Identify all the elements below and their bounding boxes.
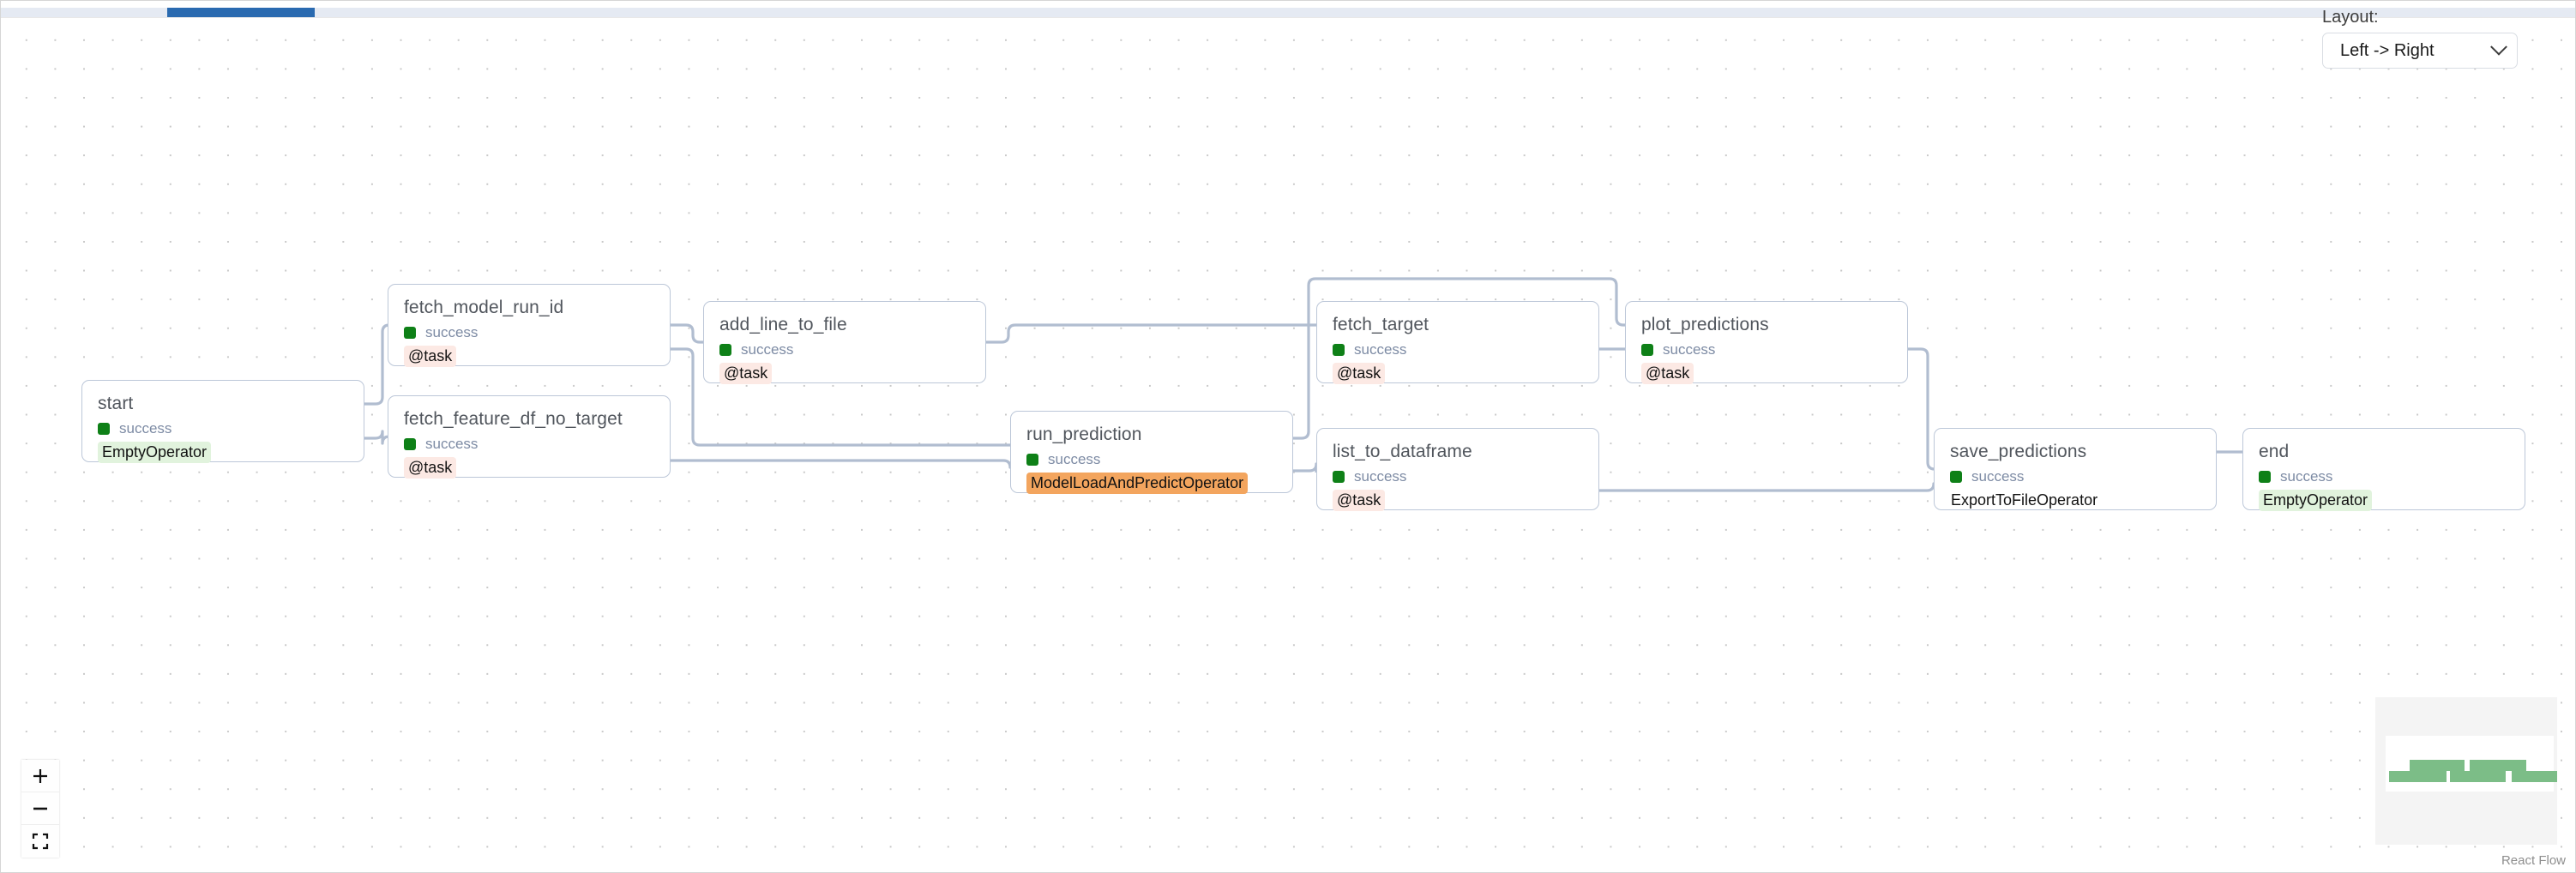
edge-layer	[364, 277, 2242, 492]
node-title: list_to_dataframe	[1333, 442, 1472, 461]
node-title: add_line_to_file	[719, 315, 847, 334]
plus-icon	[33, 768, 47, 783]
node-title: run_prediction	[1026, 424, 1142, 444]
node-status-label: success	[1971, 468, 2025, 485]
status-success-icon	[1026, 453, 1038, 466]
tab-graph-active-indicator[interactable]	[167, 8, 315, 17]
node-status-label: success	[1354, 468, 1407, 485]
node-status: success	[404, 436, 654, 452]
status-success-icon	[1333, 470, 1345, 483]
node-status-label: success	[425, 324, 478, 340]
layout-select[interactable]: Left -> Right	[2322, 33, 2518, 69]
minimap-node	[2430, 760, 2465, 771]
node-status: success	[404, 324, 654, 340]
edge-fmr-run_prediction	[671, 347, 1010, 447]
status-success-icon	[1950, 470, 1962, 483]
node-operator-badge: ModelLoadAndPredictOperator	[1026, 473, 1249, 494]
tab-strip	[0, 8, 2576, 17]
node-operator-badge: @task	[404, 457, 457, 479]
node-status-label: success	[1663, 341, 1716, 358]
edge-plot_predictions-save_predictions	[1908, 347, 1936, 471]
layout-control: Layout: Left -> Right	[2322, 7, 2518, 69]
node-status-label: success	[119, 420, 172, 436]
node-status: success	[1333, 468, 1583, 485]
node-status-label: success	[1354, 341, 1407, 358]
edge-start-fetch_model_run_id	[364, 323, 391, 406]
node-status-label: success	[1048, 451, 1101, 467]
zoom-in-button[interactable]	[21, 760, 59, 792]
status-success-icon	[98, 422, 110, 435]
node-status: success	[1333, 341, 1583, 358]
minimap-node	[2491, 760, 2526, 771]
fit-view-icon	[32, 833, 49, 850]
react-flow-attribution[interactable]: React Flow	[2501, 853, 2566, 868]
layout-label: Layout:	[2322, 8, 2379, 27]
node-title: save_predictions	[1950, 442, 2087, 461]
node-status-label: success	[741, 341, 794, 358]
zoom-controls[interactable]	[21, 760, 59, 858]
layout-select-value: Left -> Right	[2340, 40, 2435, 60]
node-title: fetch_target	[1333, 315, 1429, 334]
fit-view-button[interactable]	[21, 825, 59, 858]
node-status-label: success	[2280, 468, 2333, 485]
edge-fmr-add_line	[671, 323, 703, 344]
node-status-label: success	[425, 436, 478, 452]
minimap-node	[2531, 771, 2557, 782]
minimap-node	[2470, 771, 2506, 782]
edge-run_prediction-plot_predictions	[1293, 277, 1625, 440]
node-status: success	[1641, 341, 1892, 358]
status-success-icon	[404, 326, 416, 339]
status-success-icon	[1641, 343, 1653, 356]
node-title: start	[98, 394, 134, 413]
node-operator-badge: @task	[1333, 490, 1386, 511]
edge-list_to_dataframe-save_predictions	[1599, 482, 1935, 492]
edge-add_line-fetch_target	[986, 323, 1316, 344]
node-status: success	[2259, 468, 2509, 485]
node-status: success	[1026, 451, 1277, 467]
status-success-icon	[1333, 343, 1345, 356]
node-operator-badge: @task	[719, 363, 773, 384]
node-title: fetch_feature_df_no_target	[404, 409, 623, 429]
node-status: success	[98, 420, 348, 436]
node-title: fetch_model_run_id	[404, 298, 564, 317]
node-operator-badge: @task	[1333, 363, 1386, 384]
edge-run_prediction-list_to_dataframe	[1293, 462, 1318, 473]
node-operator-badge: ExportToFileOperator	[1951, 491, 2098, 509]
status-success-icon	[719, 343, 731, 356]
minus-icon	[33, 807, 47, 810]
zoom-out-button[interactable]	[21, 792, 59, 825]
minimap-node	[2410, 771, 2447, 782]
node-status: success	[719, 341, 970, 358]
node-title: plot_predictions	[1641, 315, 1769, 334]
edges-group	[364, 277, 2242, 492]
node-operator-badge: EmptyOperator	[98, 442, 212, 463]
edge-start-fetch_feature_df_no_target	[364, 430, 391, 445]
node-status: success	[1950, 468, 2200, 485]
minimap[interactable]	[2375, 697, 2557, 845]
edge-ffdnt-run_prediction	[671, 459, 1012, 469]
node-operator-badge: EmptyOperator	[2259, 490, 2373, 511]
minimap-nodes	[2389, 760, 2557, 782]
node-operator-badge: @task	[1641, 363, 1694, 384]
node-operator-badge: @task	[404, 346, 457, 367]
status-success-icon	[404, 437, 416, 450]
status-success-icon	[2259, 470, 2271, 483]
chevron-down-icon	[2490, 38, 2507, 56]
node-title: end	[2259, 442, 2290, 461]
